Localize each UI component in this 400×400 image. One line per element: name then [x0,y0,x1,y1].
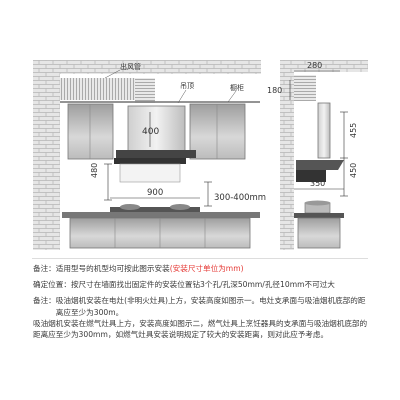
upper-cabinet-right [189,103,246,160]
right-lower-cabinet [297,217,341,249]
hood-front-panel [119,163,181,183]
divider [32,258,368,259]
label-outlet-pipe: 出风管 [120,62,141,71]
note-1-text: 适用型号的机型均可按此图示安装 [55,264,170,273]
hood-chimney [127,105,186,152]
right-hood-body [296,160,344,170]
right-brick-wall [280,60,294,250]
note-3-label: 备注： [33,296,56,306]
installation-notes: 备注：适用型号的机型均可按此图示安装(安装尺寸单位为mm) 确定位置： 按尺寸在… [33,263,373,340]
note-1-label: 备注： [33,264,56,273]
dim-label-280: 280 [307,61,322,70]
right-hood-bottom [296,170,326,182]
note-3-text: 吸油烟机安装在电灶(非明火灶具)上方，安装高度如图示一。电灶支承面与吸油烟机底部… [55,296,366,317]
outlet-duct [60,78,135,100]
dim-label-480: 480 [90,163,99,178]
right-hood-chimney [317,102,331,159]
dim-label-350: 350 [310,179,325,188]
note-4: 吸油烟机安装在燃气灶具上方，安装高度如图示二，燃气灶具上烹饪器具的支承面与吸油烟… [33,318,368,340]
right-ceiling-slab [280,60,368,72]
right-outlet-duct [294,75,316,101]
outlet-duct-bend [135,78,155,103]
dim-label-400: 400 [142,127,159,137]
cooktop [110,207,200,212]
dim-label-180: 180 [267,86,282,95]
left-brick-wall [33,60,60,250]
label-ceiling: 吊顶 [180,82,194,90]
label-cabinet: 橱柜 [230,83,244,92]
dim-label-300-400: 300-400mm [214,193,266,203]
note-1-red: (安装尺寸单位为mm) [169,264,244,273]
left-diagram: 400 480 900 300-400mm 出风管 吊顶 橱柜 [33,60,266,250]
dim-label-900: 900 [147,188,163,198]
note-2-text: 按尺寸在墙面找出固定件的安装位置钻3个孔/孔深50mm/孔径10mm不可过大 [70,280,335,290]
upper-cabinet-left [67,103,114,160]
hood-body [116,150,196,158]
right-countertop [294,213,344,218]
note-2: 确定位置： 按尺寸在墙面找出固定件的安装位置钻3个孔/孔深50mm/孔径10mm… [33,279,373,290]
dim-label-455: 455 [349,123,358,138]
note-2-label: 确定位置： [33,280,71,290]
installation-diagram: 400 480 900 300-400mm 出风管 吊顶 橱柜 [33,60,368,250]
left-ceiling-slab [33,60,261,74]
dim-label-450: 450 [349,163,358,178]
note-3: 备注： 吸油烟机安装在电灶(非明火灶具)上方，安装高度如图示一。电灶支承面与吸油… [33,295,373,317]
countertop [62,212,260,218]
note-1: 备注：适用型号的机型均可按此图示安装(安装尺寸单位为mm) [33,263,373,274]
hood-base [114,158,186,164]
right-diagram: 280 180 455 450 350 [267,60,368,250]
